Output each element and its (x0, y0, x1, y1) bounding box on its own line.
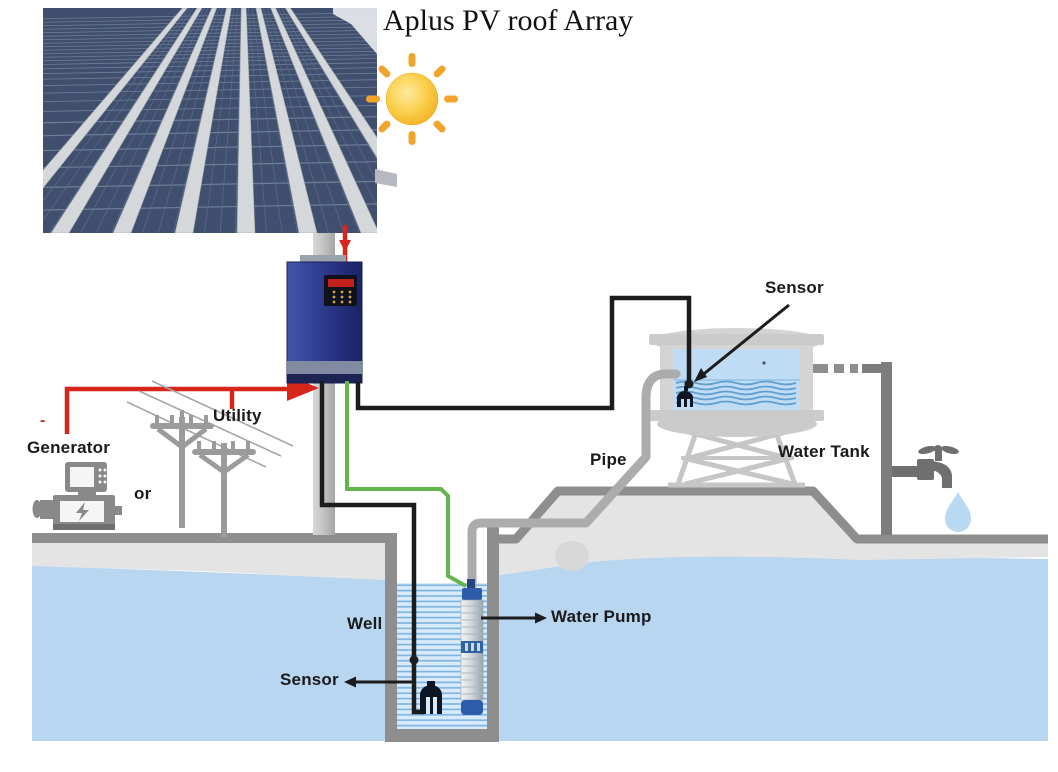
green-wire-pump (345, 381, 467, 588)
inverter-icon (286, 255, 363, 384)
label-tank-sensor: Sensor (765, 278, 824, 297)
pv-roof-photo (0, 7, 442, 234)
utility-poles-icon (126, 380, 294, 537)
label-or: or (134, 484, 152, 503)
ground-terrain (32, 486, 1048, 741)
tank-sensor-arrow (694, 303, 790, 382)
label-well: Well (347, 614, 383, 633)
tank-water-waves (675, 380, 797, 406)
label-pipe: Pipe (590, 450, 627, 469)
water-pump-icon (460, 579, 484, 715)
label-generator-polarity: - (40, 412, 46, 429)
label-water-pump: Water Pump (551, 607, 652, 626)
label-water-tank: Water Tank (778, 442, 870, 461)
water-tank-icon (649, 328, 824, 488)
label-well-sensor: Sensor (280, 670, 339, 689)
label-generator: Generator (27, 438, 111, 457)
pv-roof-photo-svg (0, 7, 442, 234)
water-drop-icon (945, 492, 971, 532)
panel-edge-tab (375, 169, 397, 187)
sun-icon (366, 53, 458, 145)
black-wire-well-sensor (319, 381, 424, 715)
faucet-icon (892, 445, 959, 488)
pipe (467, 369, 681, 595)
label-utility: Utility (213, 406, 262, 425)
page-title: Aplus PV roof Array (383, 4, 634, 37)
well-sensor-arrow (344, 676, 412, 688)
water-pump-arrow (481, 612, 547, 624)
tank-tower-icon (668, 429, 805, 488)
tank-sensor-icon (677, 386, 693, 407)
ground-water (32, 566, 385, 741)
well-sensor-icon (420, 681, 442, 714)
faucet-line (813, 362, 892, 535)
rock (555, 541, 589, 571)
generator-icon (32, 462, 122, 530)
